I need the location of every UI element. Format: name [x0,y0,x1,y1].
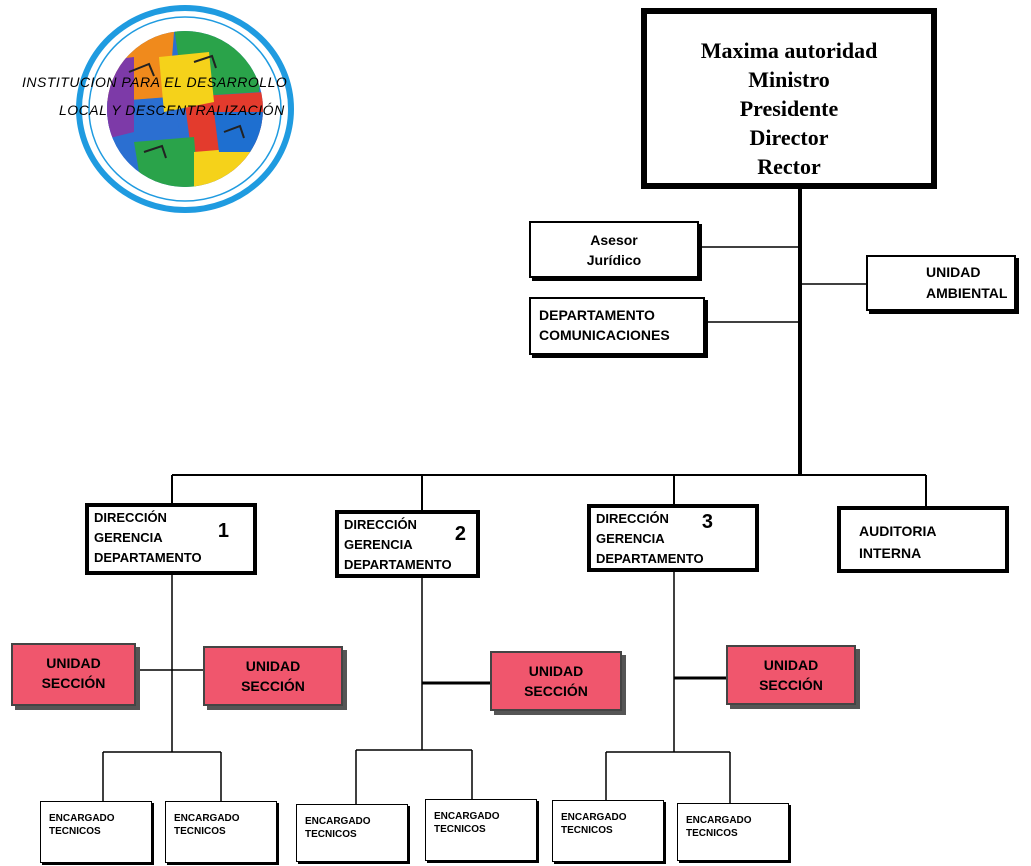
box-line: DIRECCIÓN [344,517,417,532]
box-line: TECNICOS [686,828,738,839]
top-line: Presidente [739,96,839,121]
direccion-3-box: DIRECCIÓN GERENCIA DEPARTAMENTO 3 [587,504,759,572]
direction-number: 1 [217,520,229,542]
direccion-2-box: DIRECCIÓN GERENCIA DEPARTAMENTO 2 [335,510,480,578]
top-line: Maxima autoridad [700,38,878,63]
box-line: TECNICOS [434,824,486,835]
box-line: Asesor [590,232,638,248]
box-line: UNIDAD [528,663,584,679]
logo-text-line2: LOCAL Y DESCENTRALIZACIÓN [59,102,285,118]
direccion-1-box: DIRECCIÓN GERENCIA DEPARTAMENTO 1 [85,503,257,575]
institution-logo: INSTITUCION PARA EL DESARROLLO LOCAL Y D… [22,2,296,216]
box-line: SECCIÓN [759,677,823,693]
box-line: TECNICOS [174,826,226,837]
box-line: COMUNICACIONES [539,327,670,343]
unidad-ambiental-box [866,255,1016,311]
box-line: GERENCIA [344,537,413,552]
box-line: Jurídico [586,252,642,268]
unidad-seccion-box: UNIDAD SECCIÓN [726,645,856,705]
asesor-juridico-box: Asesor Jurídico [529,221,699,278]
unidad-seccion-box: UNIDAD SECCIÓN [203,646,343,706]
box-line: UNIDAD [926,264,981,280]
box-line: GERENCIA [596,531,665,546]
box-line: AMBIENTAL [926,285,1008,301]
box-line: ENCARGADO [434,811,500,822]
box-line: ENCARGADO [561,812,627,823]
encargado-tecnicos-box: ENCARGADO TECNICOS [165,801,277,863]
box-line: INTERNA [859,545,922,561]
box-line: SECCIÓN [524,683,588,699]
box-line: ENCARGADO [305,816,371,827]
box-line: DEPARTAMENTO [596,551,704,566]
encargado-tecnicos-box: ENCARGADO TECNICOS [425,799,537,861]
maxima-autoridad-box: Maxima autoridad Ministro Presidente Dir… [641,8,937,189]
box-line: GERENCIA [94,530,163,545]
unidad-ambiental-label: UNIDAD AMBIENTAL [926,262,1007,304]
top-line: Ministro [748,67,830,92]
unidad-seccion-box: UNIDAD SECCIÓN [490,651,622,711]
box-line: ENCARGADO [174,813,240,824]
box-line: SECCIÓN [41,675,106,691]
box-line: AUDITORIA [859,523,937,539]
box-line: UNIDAD [46,655,101,671]
box-line: DEPARTAMENTO [539,307,655,323]
direction-number: 3 [701,511,713,533]
box-line: ENCARGADO [686,815,752,826]
encargado-tecnicos-box: ENCARGADO TECNICOS [296,804,408,862]
box-line: UNIDAD [763,657,819,673]
box-line: DIRECCIÓN [94,510,167,525]
encargado-tecnicos-box: ENCARGADO TECNICOS [552,800,664,862]
encargado-tecnicos-box: ENCARGADO TECNICOS [40,801,152,863]
box-line: UNIDAD [245,658,301,674]
departamento-comunicaciones-box: DEPARTAMENTO COMUNICACIONES [529,297,705,355]
box-line: DIRECCIÓN [596,511,669,526]
box-line: TECNICOS [49,826,101,837]
direction-number: 2 [454,523,466,545]
logo-text-line1: INSTITUCION PARA EL DESARROLLO [22,74,288,90]
auditoria-interna-box: AUDITORIA INTERNA [837,506,1009,573]
top-line: Rector [757,154,821,179]
hands-globe-icon [76,5,294,213]
box-line: DEPARTAMENTO [344,557,452,572]
encargado-tecnicos-box: ENCARGADO TECNICOS [677,803,789,861]
box-line: DEPARTAMENTO [94,550,202,565]
unidad-seccion-box: UNIDAD SECCIÓN [11,643,136,706]
box-line: ENCARGADO [49,813,115,824]
box-line: SECCIÓN [241,678,305,694]
box-line: TECNICOS [561,825,613,836]
top-line: Director [749,125,829,150]
box-line: TECNICOS [305,829,357,840]
